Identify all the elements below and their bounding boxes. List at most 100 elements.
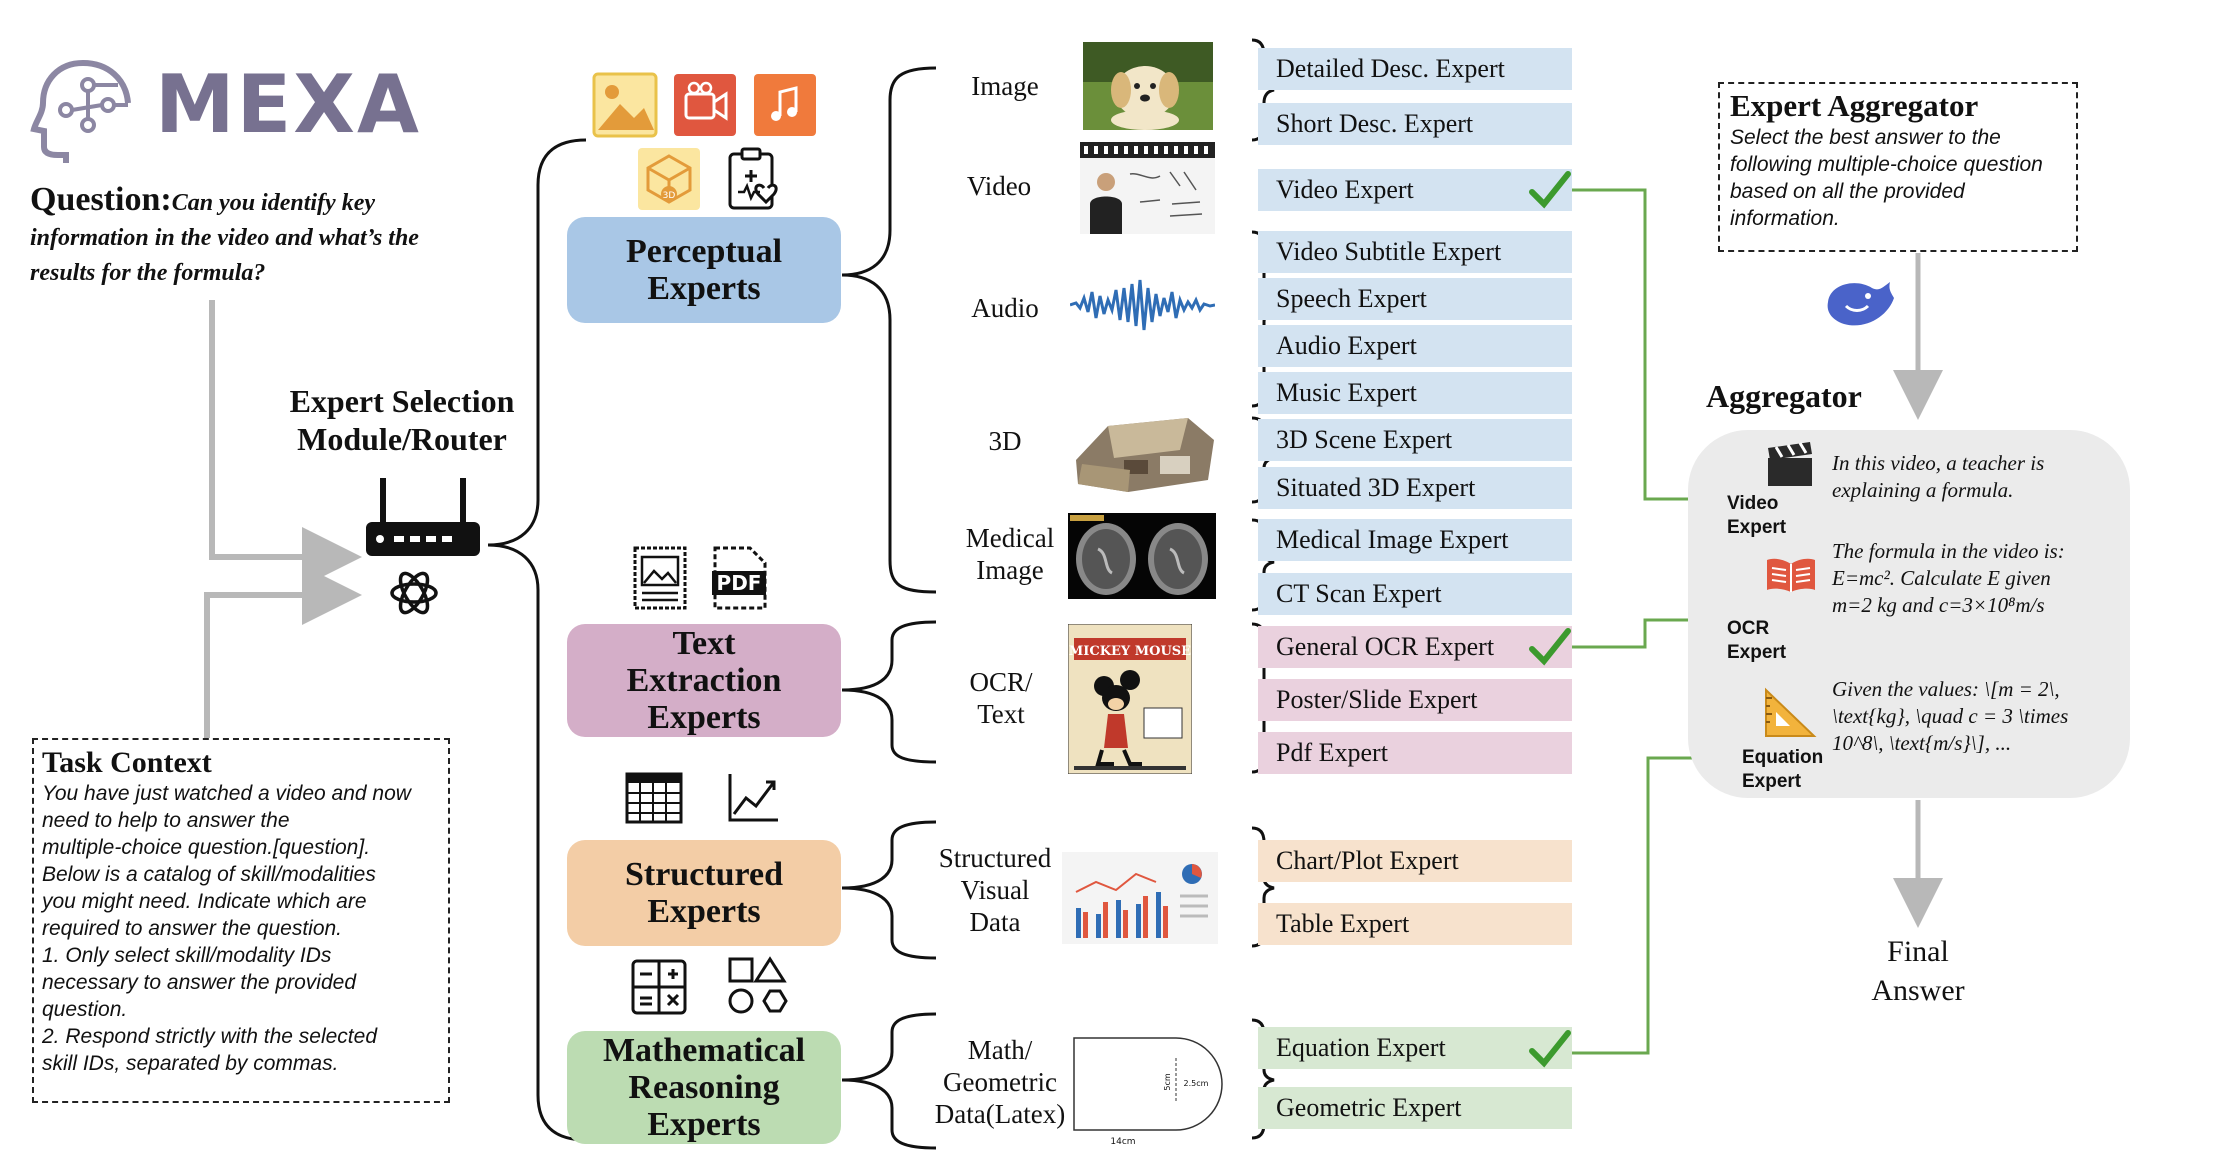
line-chart-icon bbox=[726, 772, 780, 824]
agg-video-text-l2: explaining a formula. bbox=[1832, 478, 2014, 502]
final-answer-l1: Final bbox=[1887, 935, 1949, 968]
svg-text:PDF: PDF bbox=[717, 571, 762, 595]
ct-scan-thumbnail bbox=[1068, 513, 1216, 599]
task-context-line: you might need. Indicate which are bbox=[42, 890, 367, 913]
text-line3: Experts bbox=[647, 699, 761, 736]
task-context-line: 2. Respond strictly with the selected bbox=[42, 1025, 377, 1048]
expert-equation[interactable]: Equation Expert bbox=[1258, 1027, 1572, 1069]
expert-short-desc[interactable]: Short Desc. Expert bbox=[1258, 103, 1572, 145]
brain-circuit-logo-icon bbox=[28, 55, 138, 165]
svg-text:MICKEY MOUSE: MICKEY MOUSE bbox=[1069, 644, 1191, 659]
agg-ocr-label-l2: Expert bbox=[1727, 642, 1787, 663]
task-context-line: skill IDs, separated by commas. bbox=[42, 1052, 339, 1075]
agg-eq-text-l1: Given the values: \[m = 2\, bbox=[1832, 677, 2060, 701]
modality-math-l3: Data(Latex) bbox=[934, 1099, 1066, 1129]
openai-logo-icon bbox=[386, 565, 442, 621]
modality-video: Video bbox=[966, 171, 1032, 201]
aggregator-title: Aggregator bbox=[1706, 378, 1862, 414]
audio-waveform-thumbnail bbox=[1070, 270, 1215, 340]
expert-speech[interactable]: Speech Expert bbox=[1258, 278, 1572, 320]
equation-expert-check-icon bbox=[1528, 1029, 1572, 1069]
expert-ct-scan[interactable]: CT Scan Expert bbox=[1258, 573, 1572, 615]
agg-ocr-expert-label: OCR Expert bbox=[1727, 617, 1786, 665]
modality-audio: Audio bbox=[971, 293, 1039, 323]
agg-ocr-output: The formula in the video is: E=mc². Calc… bbox=[1832, 538, 2127, 619]
perceptual-line1: Perceptual bbox=[625, 233, 783, 270]
modality-medical-l1: Medical bbox=[965, 523, 1055, 553]
modality-structured-l2: Visual bbox=[960, 875, 1030, 905]
expert-aggregator-line: based on all the provided bbox=[1730, 180, 1965, 203]
task-context-line: You have just watched a video and now bbox=[42, 782, 411, 805]
3d-scene-thumbnail bbox=[1068, 410, 1218, 496]
expert-video-subtitle[interactable]: Video Subtitle Expert bbox=[1258, 231, 1572, 273]
expert-aggregator-line: Select the best answer to the bbox=[1730, 126, 2001, 149]
router-title-line1: Expert Selection bbox=[289, 383, 515, 419]
agg-video-text-l1: In this video, a teacher is bbox=[1832, 451, 2045, 475]
calculator-icon bbox=[630, 958, 688, 1016]
mickey-poster-thumbnail: MICKEY MOUSE bbox=[1068, 624, 1192, 774]
modality-ocr-l1: OCR/ bbox=[969, 667, 1033, 697]
final-answer: Final Answer bbox=[1848, 932, 1988, 1010]
agg-equation-expert-label: Equation Expert bbox=[1742, 746, 1823, 794]
agg-eq-label-l2: Expert bbox=[1742, 771, 1802, 792]
svg-text:3D: 3D bbox=[663, 191, 676, 201]
final-answer-l2: Answer bbox=[1871, 974, 1965, 1007]
modality-math-l2: Geometric bbox=[943, 1067, 1057, 1097]
modality-math-l1: Math/ bbox=[967, 1035, 1033, 1065]
svg-text:2.5cm: 2.5cm bbox=[1184, 1079, 1209, 1088]
modality-medical: Medical Image bbox=[950, 522, 1070, 586]
expert-aggregator-line: following multiple-choice question bbox=[1730, 153, 2043, 176]
expert-table[interactable]: Table Expert bbox=[1258, 903, 1572, 945]
shapes-icon bbox=[726, 955, 788, 1017]
task-context-line: multiple-choice question.[question]. bbox=[42, 836, 371, 859]
video-selected-arrow bbox=[1572, 188, 1718, 508]
agg-video-output: In this video, a teacher is explaining a… bbox=[1832, 450, 2122, 504]
math-line3: Experts bbox=[647, 1106, 761, 1143]
structured-brace bbox=[841, 820, 937, 960]
equation-selected-arrow bbox=[1572, 749, 1718, 1055]
bar-chart-thumbnail bbox=[1062, 852, 1218, 944]
expert-video[interactable]: Video Expert bbox=[1258, 169, 1572, 211]
math-line2: Reasoning bbox=[628, 1069, 780, 1106]
expert-situated-3d[interactable]: Situated 3D Expert bbox=[1258, 467, 1572, 509]
expert-aggregator-prompt-box: Expert Aggregator Select the best answer… bbox=[1718, 82, 2078, 252]
expert-medical-image[interactable]: Medical Image Expert bbox=[1258, 519, 1572, 561]
context-to-router-arrow bbox=[204, 565, 362, 738]
logo-title: MEXA bbox=[155, 58, 421, 151]
svg-text:5cm: 5cm bbox=[1163, 1073, 1172, 1090]
router-brace bbox=[487, 138, 587, 1142]
expert-chart-plot[interactable]: Chart/Plot Expert bbox=[1258, 840, 1572, 882]
expert-detailed-desc[interactable]: Detailed Desc. Expert bbox=[1258, 48, 1572, 90]
expert-3d-scene[interactable]: 3D Scene Expert bbox=[1258, 419, 1572, 461]
question-label: Question: bbox=[30, 181, 172, 218]
router-title: Expert Selection Module/Router bbox=[262, 382, 542, 458]
clapperboard-icon bbox=[1764, 440, 1816, 488]
modality-3d: 3D bbox=[988, 426, 1022, 456]
expert-poster-slide[interactable]: Poster/Slide Expert bbox=[1258, 679, 1572, 721]
text-brace bbox=[841, 620, 937, 764]
expert-audio[interactable]: Audio Expert bbox=[1258, 325, 1572, 367]
structured-line1: Structured bbox=[624, 856, 784, 893]
agg-eq-text-l2: \text{kg}, \quad c = 3 \times bbox=[1832, 704, 2069, 728]
task-context-line: need to help to answer the bbox=[42, 809, 290, 832]
text-line2: Extraction bbox=[626, 662, 782, 699]
task-context-line: question. bbox=[42, 998, 128, 1021]
open-book-icon bbox=[1764, 556, 1818, 594]
expert-music[interactable]: Music Expert bbox=[1258, 372, 1572, 414]
expert-pdf[interactable]: Pdf Expert bbox=[1258, 732, 1572, 774]
expert-general-ocr[interactable]: General OCR Expert bbox=[1258, 626, 1572, 668]
expert-geometric[interactable]: Geometric Expert bbox=[1258, 1087, 1572, 1129]
table-grid-icon bbox=[625, 772, 683, 824]
video-expert-check-icon bbox=[1528, 170, 1572, 210]
structured-line2: Experts bbox=[647, 893, 761, 930]
task-context-line: 1. Only select skill/modality IDs bbox=[42, 944, 332, 967]
task-context-title: Task Context bbox=[42, 746, 212, 779]
dog-photo-thumbnail bbox=[1083, 42, 1213, 130]
modality-structured-l1: Structured bbox=[938, 843, 1052, 873]
deepseek-whale-icon bbox=[1822, 272, 1898, 334]
